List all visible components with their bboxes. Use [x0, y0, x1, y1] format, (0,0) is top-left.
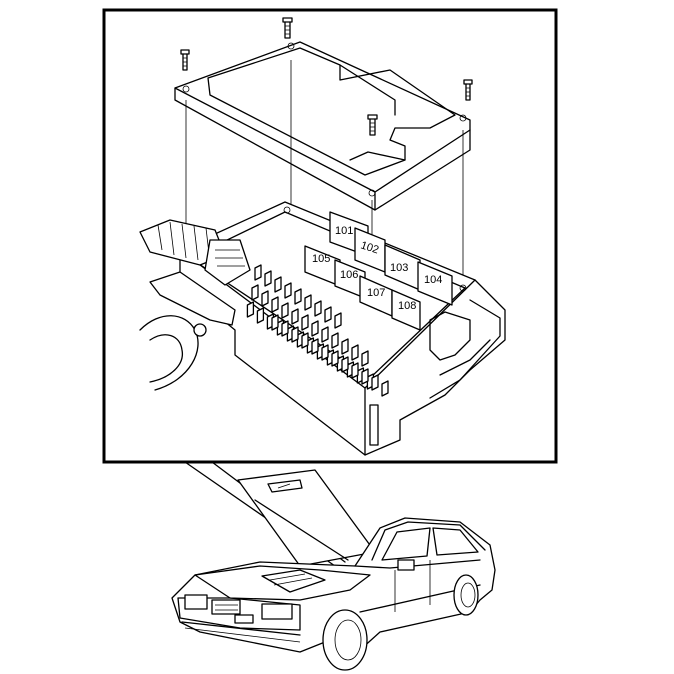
fuse-slot	[331, 332, 339, 349]
fuse-label-105: 105	[312, 253, 330, 265]
fuse-slot	[261, 290, 269, 307]
fuse-slot	[351, 344, 359, 361]
fuse-slot	[334, 312, 342, 329]
fuse-slot	[271, 314, 279, 331]
fuse-box-lid	[174, 41, 471, 211]
car-illustration	[171, 469, 496, 671]
screw	[180, 49, 190, 71]
fuse-slot	[331, 350, 339, 367]
fuse-slot	[314, 300, 322, 317]
fuse-slot	[341, 356, 349, 373]
fuse-slot	[304, 294, 312, 311]
fuse-slot	[311, 338, 319, 355]
fuse-label-101: 101	[335, 225, 353, 237]
screw	[463, 79, 473, 101]
fuse-slot	[324, 306, 332, 323]
fuse-slot	[351, 362, 359, 379]
relay-blocks: 101 102 103 104 105 106 107 108	[304, 211, 453, 331]
fuse-slot	[291, 308, 299, 325]
fuse-slot	[341, 338, 349, 355]
fuse-slot	[274, 276, 282, 293]
fuse-slot	[361, 350, 369, 367]
fuse-label-104: 104	[424, 274, 442, 286]
fuse-slot	[294, 288, 302, 305]
screw	[282, 17, 293, 39]
fuse-slot	[246, 301, 255, 318]
wiring-harness	[139, 219, 251, 391]
fuse-label-107: 107	[367, 287, 385, 299]
fuse-slot	[264, 270, 272, 287]
fuse-slot	[311, 320, 319, 337]
fuse-slot	[321, 344, 329, 361]
fuse-slot	[301, 314, 309, 331]
fuse-slot	[254, 264, 262, 281]
screw	[367, 114, 378, 136]
fuse-slot	[381, 380, 389, 397]
fuse-slot	[361, 368, 369, 385]
fuse-label-108: 108	[398, 300, 416, 312]
lid-screws	[180, 17, 473, 136]
fuse-slot	[301, 332, 309, 349]
fuse-slot	[371, 374, 379, 391]
fuse-slot	[284, 282, 292, 299]
fuse-slot	[291, 326, 299, 343]
fuse-slot	[281, 320, 289, 337]
fuse-slot	[251, 284, 259, 301]
fuse-label-102: 102	[359, 239, 380, 256]
fuse-slot	[256, 307, 265, 324]
fuse-rows	[246, 264, 389, 397]
fuse-label-103: 103	[390, 262, 408, 274]
fuse-slot	[321, 326, 329, 343]
fuse-label-106: 106	[340, 269, 358, 281]
fuse-slot	[281, 302, 289, 319]
fuse-slot	[271, 296, 279, 313]
